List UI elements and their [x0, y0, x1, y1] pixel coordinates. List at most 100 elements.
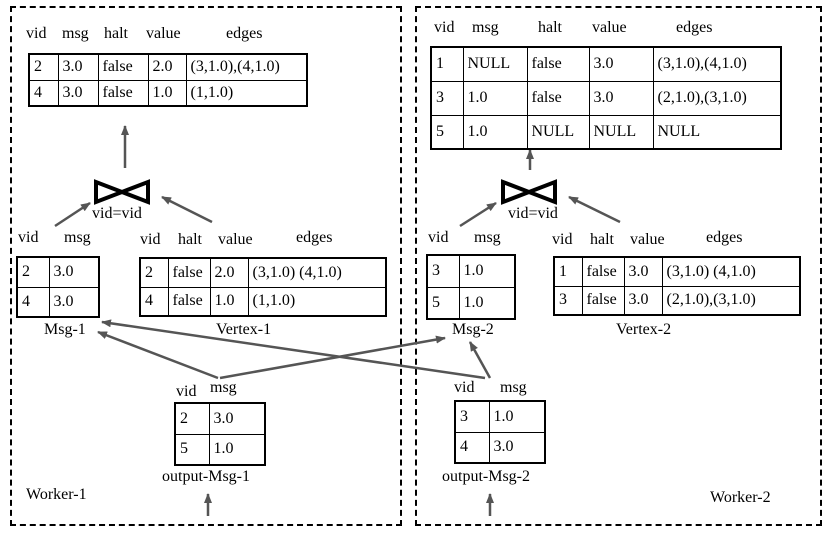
result2-header-value: value [592, 19, 627, 36]
result1-header-halt: halt [104, 25, 128, 42]
table-cell: false [526, 46, 590, 82]
result2-table: 1 NULL false 3.0 (3,1.0),(4,1.0) 3 1.0 f… [430, 46, 782, 150]
table-cell: 1.0 [458, 286, 516, 320]
result1-header-value: value [146, 25, 181, 42]
table-cell: 1.0 [462, 114, 528, 150]
output2-name: output-Msg-2 [442, 468, 530, 485]
table-cell: (1,1.0) [185, 79, 308, 107]
table-cell: 3.0 [57, 79, 99, 107]
result1-header-msg: msg [62, 25, 89, 42]
arrow-vertex1-to-join1 [161, 195, 213, 224]
table-cell: 3.0 [48, 256, 100, 288]
table-cell: 1 [553, 256, 583, 287]
table-cell: 5 [426, 286, 460, 320]
table-cell: 1 [430, 46, 464, 82]
table-row: 1 false 3.0 (3,1.0) (4,1.0) [553, 256, 801, 287]
table-cell: false [167, 286, 211, 317]
vertex2-name: Vertex-2 [616, 321, 672, 338]
table-cell: 1.0 [488, 400, 546, 433]
table-cell: 5 [174, 433, 210, 466]
table-cell: (3,1.0) (4,1.0) [247, 257, 387, 288]
table-cell: 3 [426, 254, 460, 288]
table-row: 2 3.0 false 2.0 (3,1.0),(4,1.0) [28, 53, 308, 81]
msg2-table: 3 1.0 5 1.0 [426, 254, 516, 320]
vertex1-header-halt: halt [178, 231, 202, 248]
table-cell: (1,1.0) [247, 286, 387, 317]
table-cell: 3 [553, 285, 583, 316]
table-cell: 2 [174, 402, 210, 435]
worker-2-label: Worker-2 [710, 489, 771, 506]
table-cell: 2 [16, 256, 50, 288]
msg2-name: Msg-2 [452, 321, 494, 338]
table-cell: false [167, 257, 211, 288]
table-cell: false [526, 80, 590, 116]
result2-header-msg: msg [472, 19, 499, 36]
output2-header-vid: vid [454, 379, 475, 396]
table-cell: 3 [454, 400, 490, 433]
output1-header-msg: msg [210, 379, 237, 396]
table-row: 4 3.0 [16, 286, 100, 318]
arrow-output2-to-msg2 [468, 341, 492, 379]
table-cell: false [581, 285, 625, 316]
table-row: 3 1.0 false 3.0 (2,1.0),(3,1.0) [430, 80, 782, 116]
table-cell: 4 [454, 431, 490, 464]
vertex2-table: 1 false 3.0 (3,1.0) (4,1.0) 3 false 3.0 … [553, 256, 801, 316]
worker-2-frame [415, 6, 822, 526]
table-row: 3 false 3.0 (2,1.0),(3,1.0) [553, 285, 801, 316]
table-cell: (3,1.0),(4,1.0) [652, 46, 782, 82]
table-cell: 3.0 [623, 285, 663, 316]
arrow-vertex2-to-join2 [568, 195, 621, 224]
table-row: 4 3.0 false 1.0 (1,1.0) [28, 79, 308, 107]
vertex1-header-vid: vid [140, 231, 161, 248]
table-cell: (3,1.0),(4,1.0) [185, 53, 308, 81]
arrow-output2-to-msg1 [101, 319, 486, 380]
table-cell: NULL [588, 114, 654, 150]
table-cell: 1.0 [208, 433, 266, 466]
table-row: 2 false 2.0 (3,1.0) (4,1.0) [139, 257, 387, 288]
output1-table: 2 3.0 5 1.0 [174, 402, 266, 466]
arrow-msg1-to-join1 [54, 201, 91, 228]
table-cell: 1.0 [147, 79, 187, 107]
table-cell: false [97, 53, 149, 81]
table-cell: NULL [526, 114, 590, 150]
table-cell: NULL [652, 114, 782, 150]
table-cell: 2 [28, 53, 59, 81]
table-cell: false [581, 256, 625, 287]
vertex2-header-halt: halt [590, 231, 614, 248]
table-row: 1 NULL false 3.0 (3,1.0),(4,1.0) [430, 46, 782, 82]
worker-1-frame [10, 6, 402, 526]
table-cell: 5 [430, 114, 464, 150]
table-cell: 1.0 [209, 286, 249, 317]
worker-1-label: Worker-1 [26, 486, 87, 503]
output1-name: output-Msg-1 [162, 468, 250, 485]
table-cell: NULL [462, 46, 528, 82]
table-cell: 2 [139, 257, 169, 288]
table-row: 4 false 1.0 (1,1.0) [139, 286, 387, 317]
result1-header-edges: edges [226, 25, 263, 42]
table-cell: 3.0 [488, 431, 546, 464]
table-cell: 1.0 [458, 254, 516, 288]
table-row: 5 1.0 [174, 433, 266, 466]
output2-header-msg: msg [500, 379, 527, 396]
table-row: 2 3.0 [16, 256, 100, 288]
table-cell: 3.0 [48, 286, 100, 318]
table-row: 4 3.0 [454, 431, 546, 464]
table-cell: 2.0 [147, 53, 187, 81]
table-row: 5 1.0 [426, 286, 516, 320]
arrow-output1-to-msg2 [219, 335, 446, 380]
table-cell: (3,1.0) (4,1.0) [661, 256, 801, 287]
table-cell: 3.0 [588, 46, 654, 82]
table-cell: false [97, 79, 149, 107]
result2-header-vid: vid [434, 19, 455, 36]
result2-header-edges: edges [676, 19, 713, 36]
join-symbol-2 [501, 179, 557, 205]
vertex1-header-value: value [218, 231, 253, 248]
vertex1-table: 2 false 2.0 (3,1.0) (4,1.0) 4 false 1.0 … [139, 257, 387, 317]
result1-table: 2 3.0 false 2.0 (3,1.0),(4,1.0) 4 3.0 fa… [28, 53, 308, 107]
msg1-table: 2 3.0 4 3.0 [16, 256, 100, 318]
msg1-name: Msg-1 [44, 321, 86, 338]
msg1-header-msg: msg [64, 229, 91, 246]
table-cell: 1.0 [462, 80, 528, 116]
